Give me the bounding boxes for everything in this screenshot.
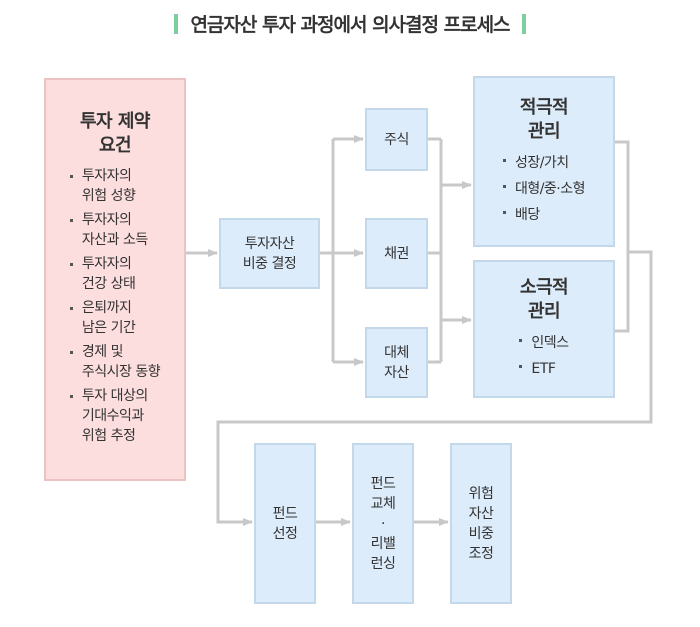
stock-box: 주식 [365, 108, 428, 171]
box-label: 위험 [468, 485, 494, 502]
item-text: 남은 기간 [81, 320, 136, 336]
box-label: 교체 [370, 495, 396, 512]
box-label: 조정 [468, 545, 494, 562]
item-text: 경제 및 [81, 344, 124, 360]
item-text: 투자 대상의 [81, 388, 148, 404]
box-label: 채권 [384, 245, 409, 262]
box-label: 비중 결정 [242, 255, 297, 272]
list-item: 배당 [502, 202, 585, 228]
item-text: 투자자의 [81, 256, 132, 272]
box-label: 비중 [468, 525, 494, 542]
arrow-to-fund-selection [216, 250, 653, 526]
box-label: 펀드 [272, 505, 298, 522]
passive-list: 인덱스 ETF [519, 330, 569, 382]
box-label: 펀드 [370, 475, 396, 492]
box-label: 자산 [384, 364, 409, 381]
list-item: 대형/중·소형 [502, 176, 586, 202]
item-text: 투자자의 [81, 168, 132, 184]
item-text: 주식시장 동향 [81, 364, 161, 380]
box-label: · [381, 515, 385, 532]
box-title: 소극적 [519, 277, 569, 298]
box-label: 대체 [384, 344, 409, 361]
title-accent-bar [521, 14, 526, 34]
list-item: 인덱스 [519, 330, 569, 356]
box-label: 선정 [272, 525, 298, 542]
item-text: 투자자의 [81, 212, 132, 228]
list-item: ETF [519, 356, 568, 382]
box-label: 런싱 [370, 555, 396, 572]
box-label: 리밸 [370, 535, 396, 552]
box-title: 관리 [527, 301, 561, 322]
box-title: 관리 [527, 120, 561, 142]
active-list: 성장/가치 대형/중·소형 배당 [502, 150, 586, 228]
box-title: 적극적 [519, 96, 569, 118]
item-text: 은퇴까지 [81, 300, 132, 316]
diagram-title: 연금자산 투자 과정에서 의사결정 프로세스 [0, 10, 700, 37]
box-title: 요건 [98, 135, 132, 156]
item-text: 건강 상태 [81, 276, 136, 292]
box-label: 투자자산 [244, 235, 295, 252]
box-title: 투자 제약 [79, 111, 151, 132]
title-text: 연금자산 투자 과정에서 의사결정 프로세스 [190, 14, 510, 36]
box-label: 자산 [468, 505, 494, 522]
bond-box: 채권 [365, 218, 428, 289]
title-accent-bar [174, 14, 179, 34]
item-text: 기대수익과 [81, 408, 144, 424]
list-item: 성장/가치 [502, 150, 585, 176]
box-label: 주식 [384, 131, 409, 148]
item-text: 위험 성향 [81, 188, 136, 204]
item-text: 자산과 소득 [81, 232, 148, 248]
item-text: 위험 추정 [81, 428, 136, 444]
